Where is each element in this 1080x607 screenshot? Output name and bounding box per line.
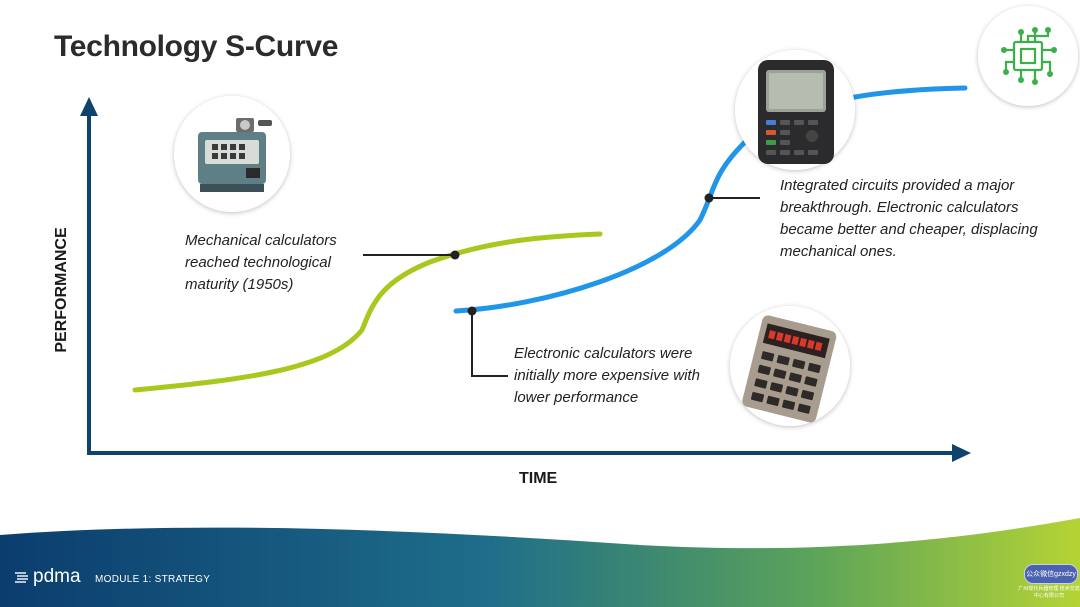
marker-electronic-initial [467,306,477,316]
wechat-badge: 公众微信gzxdzy [1024,564,1078,584]
pdma-logo: pdma [14,566,81,588]
y-axis-arrow [80,97,98,116]
mechanical-s-curve [132,231,603,393]
page-title: Technology S-Curve [54,30,339,63]
marker-integrated [704,193,714,203]
annotation-integrated-circuits: Integrated circuits provided a major bre… [780,177,1038,260]
module-label: MODULE 1: STRATEGY [95,574,211,585]
x-axis-arrow [952,444,971,462]
axes [80,97,971,462]
pdma-logo-text: pdma [33,566,81,587]
annotation-electronic-initial: Electronic calculators were initially mo… [514,345,700,406]
electronic-calculator-icon [730,306,850,426]
mechanical-calculator-icon [174,96,290,212]
marker-mechanical [450,250,460,260]
footer-wave [0,518,1080,607]
leader-lines [363,193,760,377]
annotation-mechanical-maturity: Mechanical calculators reached technolog… [185,232,337,293]
x-axis-label: TIME [519,470,558,487]
pdma-logo-mark-icon [15,572,28,583]
circuit-chip-icon [978,6,1078,106]
graphing-calculator-icon [735,50,855,170]
y-axis-label: PERFORMANCE [53,227,70,353]
badge-subtext: 广州现代兵器管理 技术交流中心有限公司 [1018,586,1080,599]
leader-electronic-initial [471,311,508,377]
